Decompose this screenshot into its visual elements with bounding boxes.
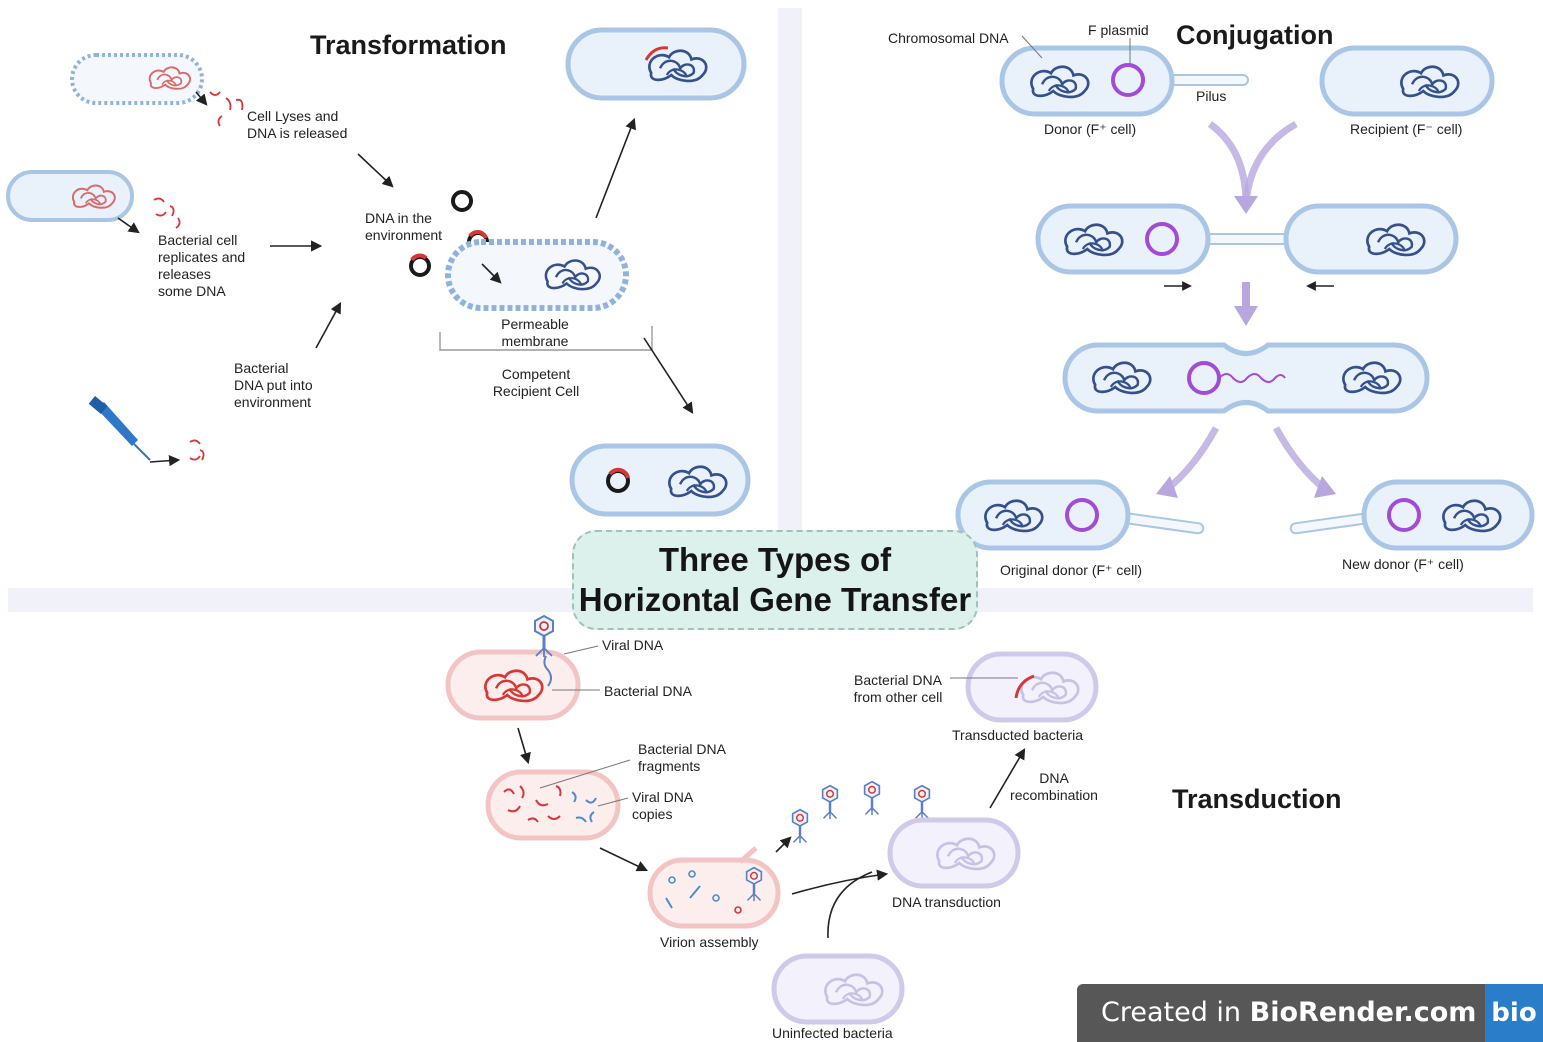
label-virion-assembly: Virion assembly bbox=[660, 934, 759, 950]
recipient-cell bbox=[1319, 45, 1495, 117]
label-dna-recombination: DNA recombination bbox=[1010, 770, 1098, 803]
label-permeable-membrane: Permeable membrane bbox=[501, 316, 569, 349]
label-f-plasmid: F plasmid bbox=[1088, 22, 1149, 38]
main-title-line2: Horizontal Gene Transfer bbox=[578, 581, 972, 618]
biorender-watermark[interactable]: Created in BioRender.com bio bbox=[1077, 984, 1543, 1042]
phage-icon bbox=[913, 784, 931, 820]
watermark-text: Created in BioRender.com bbox=[1101, 997, 1477, 1028]
replicating-cell bbox=[6, 170, 134, 222]
label-viral-dna: Viral DNA bbox=[602, 637, 664, 653]
label-competent-recipient: Competent Recipient Cell bbox=[492, 366, 580, 399]
label-transducted-bacteria: Transducted bacteria bbox=[952, 727, 1083, 743]
transformation-title: Transformation bbox=[310, 30, 507, 60]
label-dna-transduction: DNA transduction bbox=[892, 894, 1001, 910]
transduction-title: Transduction bbox=[1172, 784, 1342, 814]
label-bacterial-dna: Bacterial DNA bbox=[604, 683, 692, 699]
mating-recipient bbox=[1283, 203, 1459, 275]
dna-fragment bbox=[209, 91, 244, 127]
phage-icon bbox=[791, 808, 809, 844]
transformed-cell-bottom bbox=[569, 443, 751, 517]
phage-icon bbox=[821, 784, 839, 820]
fragments-cell bbox=[485, 769, 621, 841]
label-pilus: Pilus bbox=[1196, 88, 1227, 104]
biorender-logo-icon: bio bbox=[1485, 984, 1543, 1042]
competent-recipient-cell bbox=[445, 239, 629, 311]
label-uninfected-bacteria: Uninfected bacteria bbox=[772, 1025, 893, 1041]
label-cell-lyses: Cell Lyses and DNA is released bbox=[247, 108, 348, 141]
label-recipient: Recipient (F⁻ cell) bbox=[1350, 121, 1463, 137]
phage-icon bbox=[863, 780, 881, 816]
label-original-donor: Original donor (F⁺ cell) bbox=[1000, 562, 1142, 578]
f-plasmid bbox=[1111, 63, 1145, 97]
pipette-icon bbox=[88, 396, 151, 461]
label-dna-put-into: Bacterial DNA put into environment bbox=[234, 360, 313, 410]
label-new-donor: New donor (F⁺ cell) bbox=[1342, 556, 1464, 572]
lysed-cell bbox=[70, 53, 204, 105]
label-dna-environment: DNA in the environment bbox=[365, 210, 443, 243]
label-viral-copies: Viral DNA copies bbox=[632, 789, 694, 822]
pilus bbox=[1165, 74, 1249, 86]
label-donor: Donor (F⁺ cell) bbox=[1044, 121, 1137, 137]
conjugation-panel bbox=[955, 35, 1535, 551]
label-replicates: Bacterial cell replicates and releases s… bbox=[158, 232, 246, 299]
label-bacterial-fragments: Bacterial DNA fragments bbox=[638, 741, 726, 774]
transformed-cell-top bbox=[565, 27, 747, 101]
transduction-cell bbox=[887, 817, 1021, 889]
transduction-panel bbox=[445, 614, 1099, 1025]
main-title-line1: Three Types of bbox=[658, 541, 892, 578]
label-bacterial-dna-other: Bacterial DNA from other cell bbox=[853, 672, 943, 705]
plasmid bbox=[451, 190, 473, 212]
main-title: Three Types of Horizontal Gene Transfer bbox=[572, 530, 978, 630]
infected-cell bbox=[445, 649, 581, 721]
vertical-divider bbox=[778, 8, 802, 592]
transformation-panel bbox=[6, 27, 751, 517]
label-chromosomal-dna: Chromosomal DNA bbox=[888, 30, 1009, 46]
conjugation-title: Conjugation bbox=[1176, 20, 1334, 50]
